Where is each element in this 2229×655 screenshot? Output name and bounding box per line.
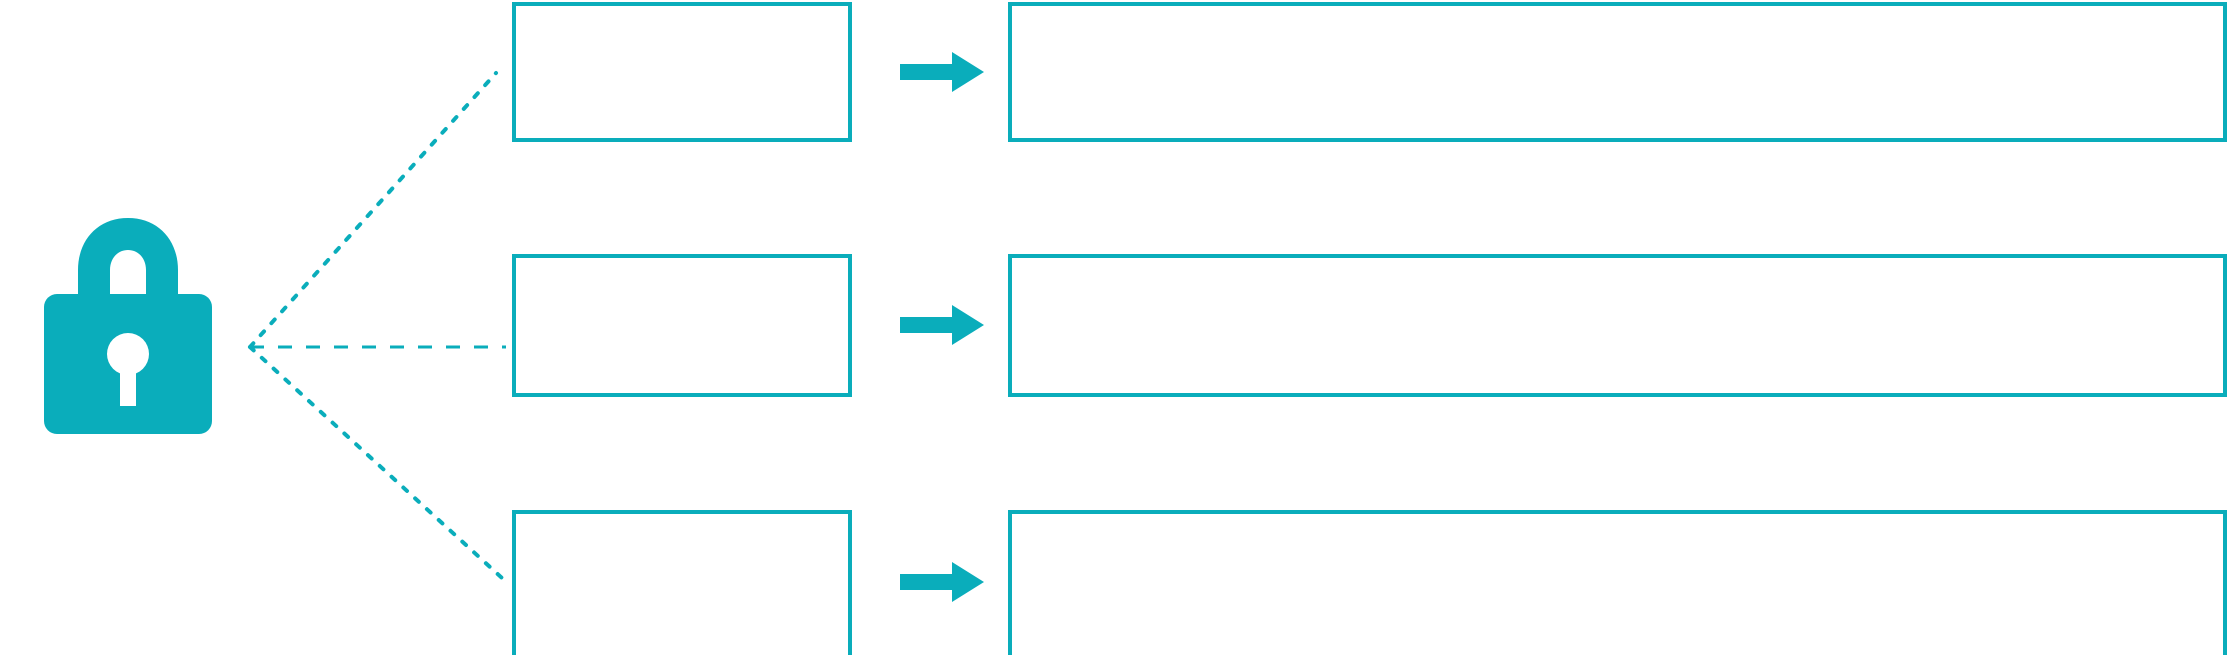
lock-icon bbox=[42, 212, 214, 440]
row-1-right-box[interactable] bbox=[1008, 2, 2227, 142]
row-3-left-label bbox=[516, 514, 848, 534]
row-1-right-label bbox=[1012, 6, 2223, 26]
row-3-right-box[interactable] bbox=[1008, 510, 2227, 655]
row-1-left-box[interactable] bbox=[512, 2, 852, 142]
row-1-left-label bbox=[516, 6, 848, 26]
row-2-left-box[interactable] bbox=[512, 254, 852, 397]
row-3-right-label bbox=[1012, 514, 2223, 534]
row-3-left-box[interactable] bbox=[512, 510, 852, 655]
row-2-left-label bbox=[516, 258, 848, 278]
arrow-right-icon bbox=[900, 562, 984, 602]
arrow-right-icon bbox=[900, 305, 984, 345]
row-2-right-label bbox=[1012, 258, 2223, 278]
connector-line-top bbox=[248, 71, 498, 349]
row-2-right-box[interactable] bbox=[1008, 254, 2227, 397]
arrow-right-icon bbox=[900, 52, 984, 92]
connector-line-bottom bbox=[248, 345, 504, 580]
